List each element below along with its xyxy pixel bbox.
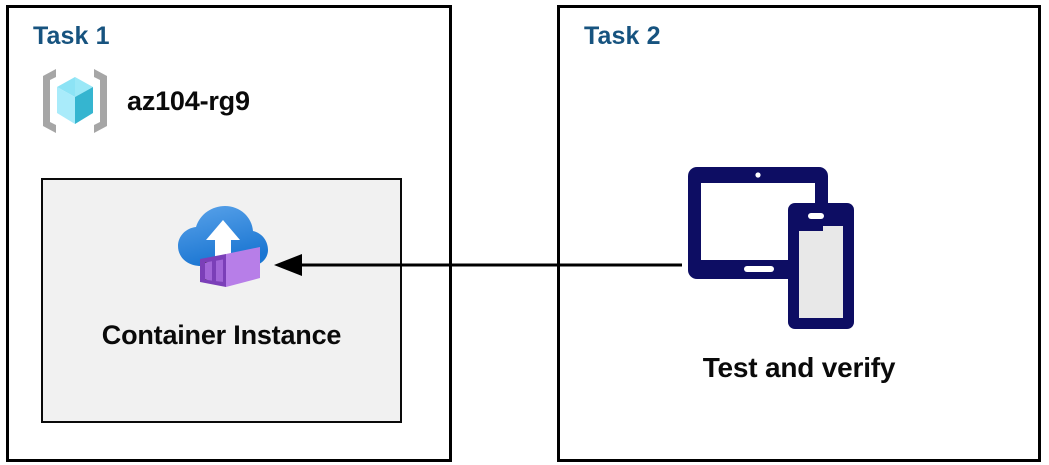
test-and-verify-label: Test and verify bbox=[702, 352, 896, 383]
container-instance-icon bbox=[174, 180, 270, 294]
resource-group-label: az104-rg9 bbox=[127, 85, 250, 116]
resource-group-row: az104-rg9 bbox=[37, 63, 250, 139]
task-1-title: Task 1 bbox=[33, 22, 110, 50]
task-1-panel: Task 1 az104-rg9 bbox=[6, 5, 452, 462]
container-instance-box: Container Instance bbox=[41, 178, 402, 423]
task-2-title: Task 2 bbox=[584, 22, 661, 50]
container-instance-label: Container Instance bbox=[101, 320, 342, 350]
resource-group-icon bbox=[37, 63, 113, 139]
